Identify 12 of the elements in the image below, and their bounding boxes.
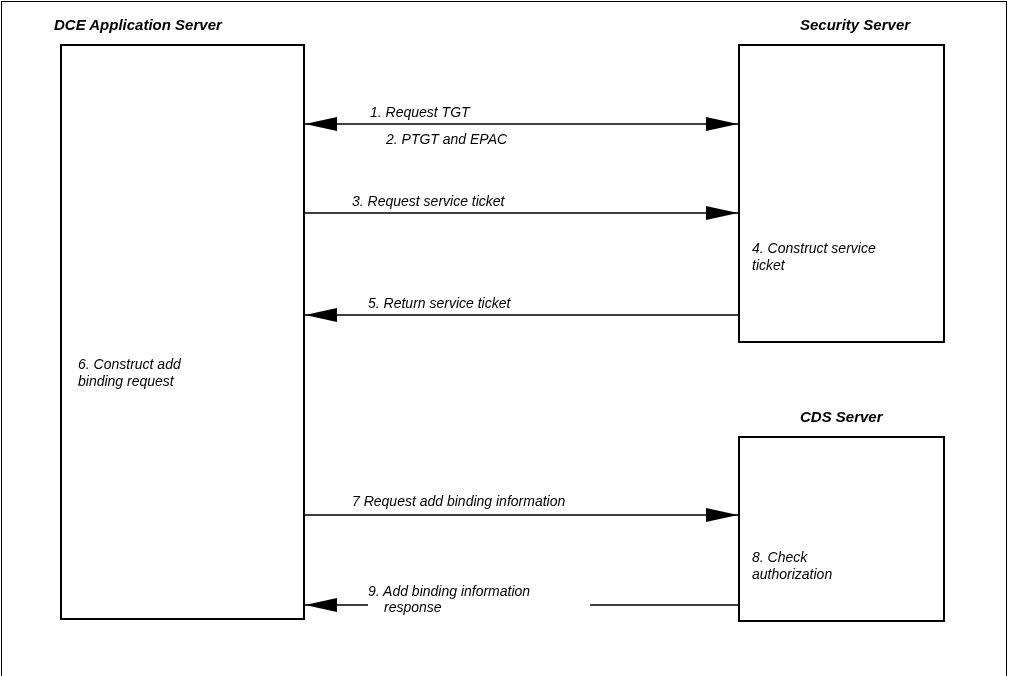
arrow — [304, 117, 739, 131]
arrow — [304, 206, 739, 220]
server-title: Security Server — [800, 14, 911, 35]
step-text: 6. Construct add binding request — [78, 356, 182, 390]
server-title: DCE Application Server — [54, 14, 222, 35]
arrow — [304, 308, 739, 322]
server-title: CDS Server — [800, 406, 883, 427]
message-label: 2. PTGT and EPAC — [386, 131, 508, 147]
step-text: 4. Construct service ticket — [752, 240, 877, 274]
step-text: 8. Check authorization — [752, 549, 834, 583]
edge-label: 9. Add binding information response — [368, 583, 590, 615]
arrow — [304, 508, 739, 522]
